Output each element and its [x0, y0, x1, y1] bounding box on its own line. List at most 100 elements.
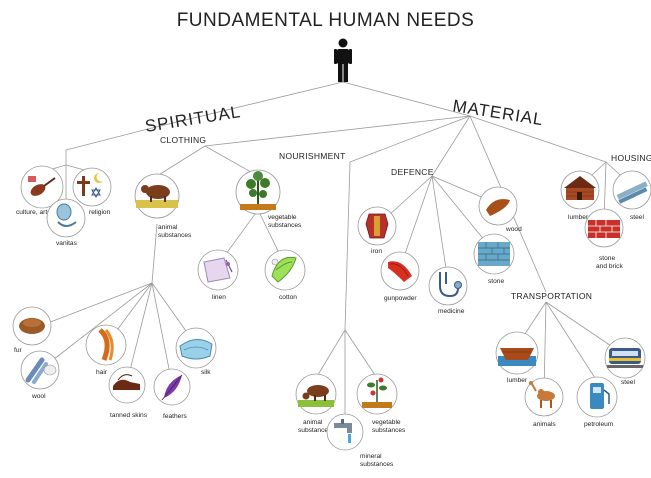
silk-fabric-icon [179, 339, 213, 360]
camel-icon [529, 381, 555, 408]
armor-icon [365, 213, 389, 239]
label-nourishment-mineral-1: mineral [360, 453, 382, 460]
wooden-boat-icon [498, 348, 536, 366]
label-transport-lumber: lumber [507, 377, 528, 384]
plant-icon [240, 171, 276, 210]
shoes-icon [113, 374, 140, 390]
category-transportation: TRANSPORTATION [511, 291, 592, 301]
label-housing-steel: steel [630, 214, 644, 221]
material-label: MATERIAL [451, 96, 545, 129]
log-cabin-icon [564, 176, 596, 200]
label-cotton: cotton [279, 294, 297, 301]
brick-wall-icon [588, 220, 620, 238]
fur-pelt-icon [19, 318, 45, 334]
train-icon [607, 348, 643, 368]
label-linen: linen [212, 294, 226, 301]
nourishment-vegetable-node: vegetable substances [356, 373, 406, 434]
label-nourishment-animal-2: substances [298, 427, 332, 434]
wool-yarn-icon [25, 357, 57, 384]
club-icon [486, 199, 510, 216]
water-tap-icon [334, 419, 352, 443]
medicine-node: medicine [428, 266, 468, 315]
label-religion: religion [89, 209, 111, 216]
vegetable-plant-icon [362, 377, 392, 408]
category-defence: DEFENCE [391, 167, 434, 177]
label-hair: hair [96, 369, 108, 376]
religious-symbols-icon [77, 172, 106, 199]
wood-node: wood [478, 186, 522, 233]
violin-icon [28, 176, 56, 196]
cotton-node: cotton [264, 249, 306, 301]
linen-cloth-icon [203, 257, 233, 283]
label-medicine: medicine [438, 308, 465, 315]
label-wood: wood [505, 226, 522, 233]
label-clothing-vegetable-2: substances [268, 222, 302, 229]
stone-wall-icon [478, 242, 510, 266]
wool-node: wool [20, 350, 60, 400]
clothing-vegetable-node: vegetable substances [235, 169, 302, 229]
nourishment-mineral-node: mineral substances [326, 413, 394, 468]
stethoscope-icon [439, 272, 462, 298]
label-iron: iron [371, 248, 382, 255]
label-feathers: feathers [163, 413, 188, 420]
label-clothing-animal-2: substances [158, 232, 192, 239]
clothing-animal-node: animal substances [134, 173, 192, 239]
label-housing-stone-2: and brick [596, 263, 623, 270]
category-housing: HOUSING [611, 153, 651, 163]
label-fur: fur [14, 347, 22, 354]
label-nourishment-mineral-2: substances [360, 461, 394, 468]
spiritual-label: SPIRITUAL [144, 102, 243, 136]
label-nourishment-vegetable-1: vegetable [372, 419, 401, 426]
feather-icon [161, 374, 183, 401]
housing-stone-node: stone and brick [584, 208, 623, 270]
cow-icon [136, 185, 178, 208]
label-clothing-animal-1: animal [158, 224, 178, 231]
label-transport-animals: animals [533, 421, 556, 428]
silk-node: silk [175, 327, 217, 376]
connector-lines [39, 81, 633, 415]
label-silk: silk [201, 369, 211, 376]
label-wool: wool [31, 393, 46, 400]
label-nourishment-vegetable-2: substances [372, 427, 406, 434]
category-nourishment: NOURISHMENT [279, 151, 346, 161]
label-transport-petroleum: petroleum [584, 421, 614, 428]
fuel-pump-icon [590, 383, 610, 409]
label-culture-arts: culture, arts [16, 209, 51, 216]
housing-lumber-node: lumber [560, 170, 600, 221]
transport-petroleum-node: petroleum [576, 376, 618, 428]
label-housing-stone-1: stone [599, 255, 615, 262]
feathers-node: feathers [153, 368, 191, 420]
human-figure-icon [334, 38, 352, 82]
tanned-skins-node: tanned skins [108, 366, 148, 419]
transport-animals-node: animals [524, 377, 564, 428]
religion-node: religion [72, 167, 112, 216]
housing-steel-node: steel [612, 170, 651, 221]
hair-icon [98, 328, 114, 361]
iron-node: iron [357, 206, 397, 255]
transport-steel-node: steel [604, 337, 646, 386]
fur-node: fur [12, 306, 52, 354]
gunpowder-horn-icon [388, 261, 412, 282]
label-stone-defence: stone [488, 278, 504, 285]
stone-defence-node: stone [473, 233, 515, 285]
label-transport-steel: steel [621, 379, 635, 386]
gunpowder-node: gunpowder [380, 251, 420, 302]
label-gunpowder: gunpowder [384, 295, 417, 302]
nourishment-animal-node: animal substances [295, 373, 337, 434]
cotton-cloth-icon [271, 256, 297, 283]
vanitas-node: vanitas [46, 198, 86, 247]
label-nourishment-animal-1: animal [303, 419, 323, 426]
category-clothing: CLOTHING [160, 135, 206, 145]
linen-node: linen [197, 249, 239, 301]
transport-lumber-node: lumber [495, 331, 539, 384]
culture-arts-node: culture, arts [16, 165, 64, 216]
label-housing-lumber: lumber [568, 214, 589, 221]
cow-grazing-icon [298, 385, 334, 407]
mirror-icon [56, 203, 77, 227]
label-vanitas: vanitas [56, 240, 78, 247]
diagram-title: FUNDAMENTAL HUMAN NEEDS [176, 10, 475, 31]
hair-node: hair [85, 324, 127, 376]
steel-beams-icon [616, 181, 648, 204]
label-tanned-skins: tanned skins [110, 412, 148, 419]
